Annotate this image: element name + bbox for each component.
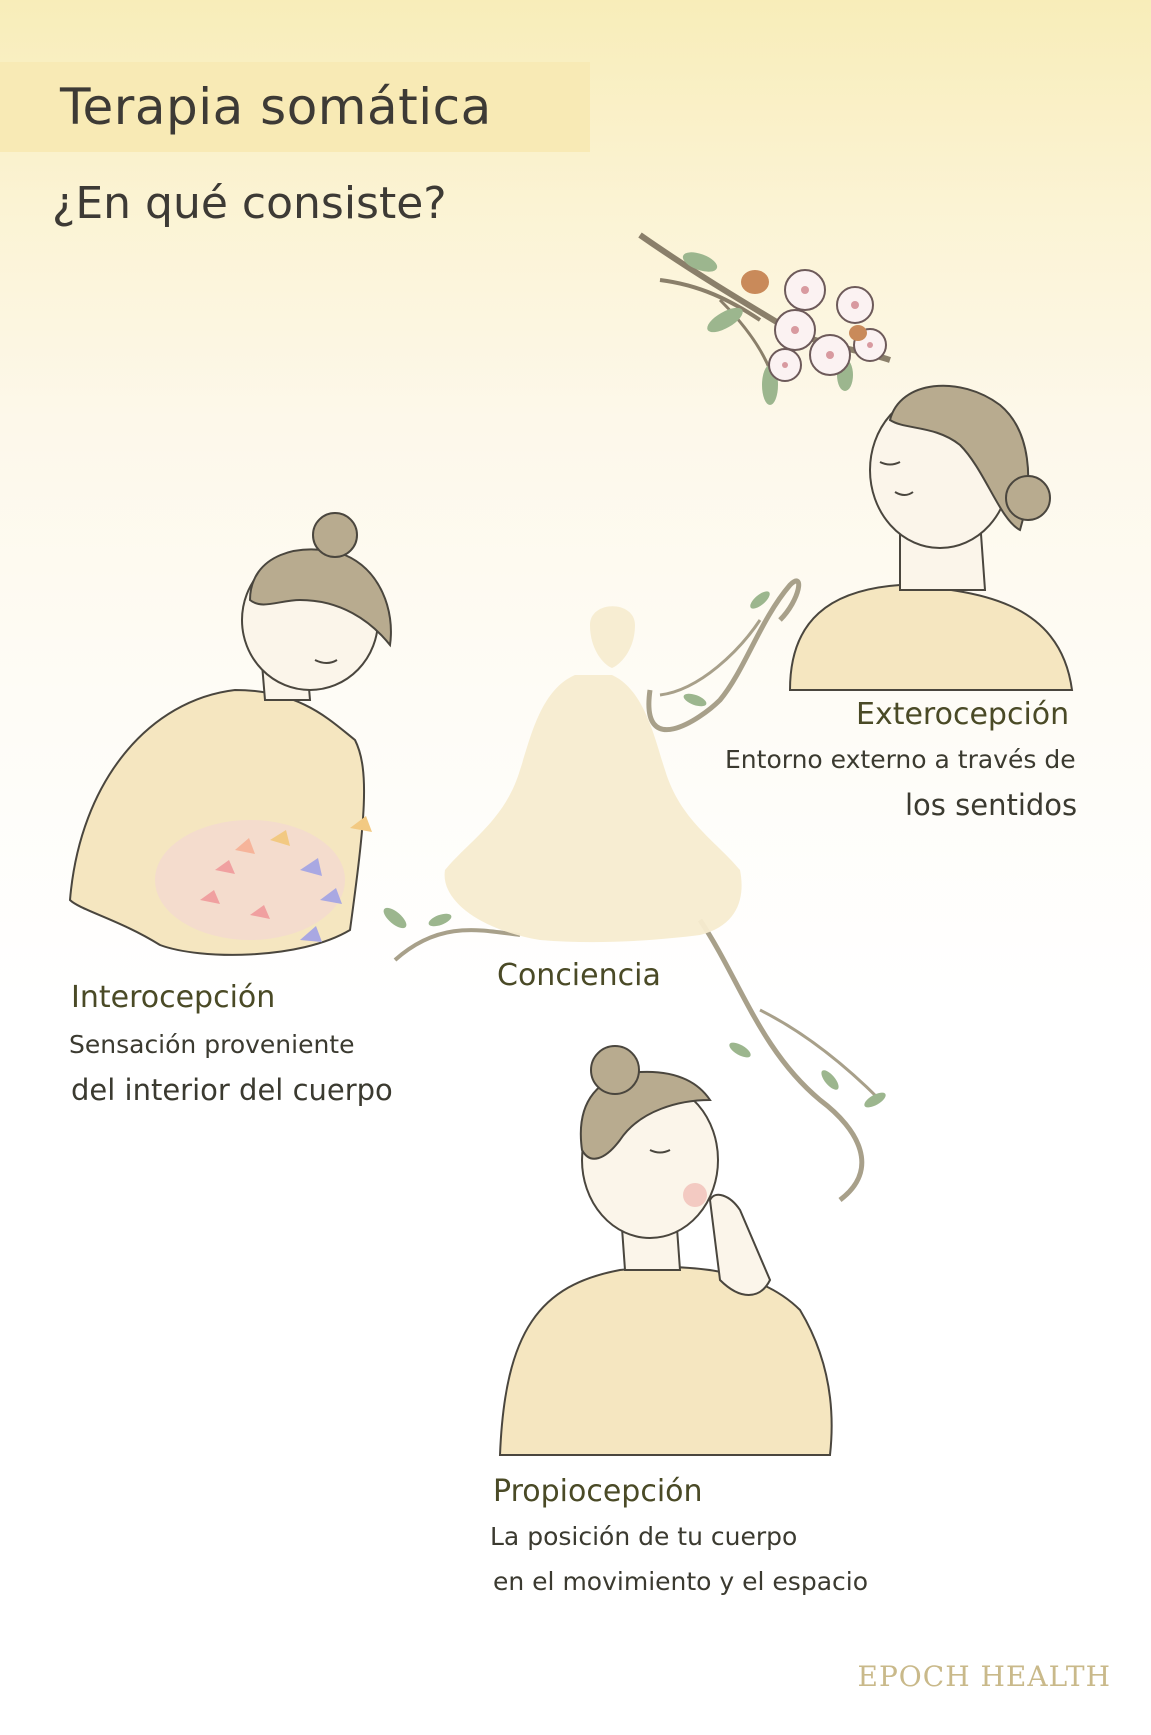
- interoception-line2: del interior del cuerpo: [71, 1073, 393, 1107]
- butterflies-illustration: [200, 816, 372, 942]
- exteroception-line2: los sentidos: [905, 788, 1078, 822]
- exteroception-person-illustration: [788, 384, 1074, 691]
- exteroception-title: Exterocepción: [856, 697, 1070, 732]
- interoception-title: Interocepción: [71, 980, 276, 1015]
- title-band: [0, 62, 590, 152]
- interoception-line1: Sensación proveniente: [69, 1030, 355, 1059]
- proprioception-person-illustration: [498, 1045, 833, 1456]
- proprioception-title: Propiocepción: [493, 1474, 703, 1509]
- page-title: Terapia somática: [60, 78, 492, 136]
- page-subtitle: ¿En qué consiste?: [52, 178, 447, 229]
- exteroception-line1: Entorno externo a través de: [725, 745, 1076, 774]
- blossom-branch-illustration: [638, 232, 891, 405]
- brand-logo: EPOCH HEALTH: [857, 1660, 1111, 1693]
- interoception-person-illustration: [68, 512, 392, 956]
- meditation-figure-illustration: [383, 578, 886, 1202]
- proprioception-line2: en el movimiento y el espacio: [493, 1567, 868, 1596]
- center-label: Conciencia: [497, 958, 661, 993]
- proprioception-line1: La posición de tu cuerpo: [490, 1522, 798, 1551]
